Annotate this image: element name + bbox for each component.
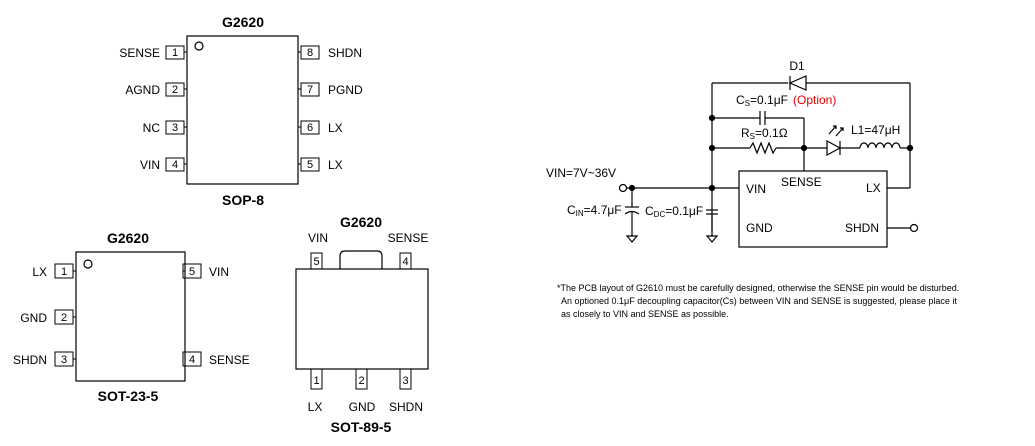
sot23-pin-5: 5 VIN (182, 263, 229, 279)
pin-name: AGND (125, 83, 160, 97)
cin-plate-bottom (624, 210, 640, 215)
pin-name: SHDN (389, 400, 423, 414)
application-schematic (618, 75, 919, 248)
cs-option-label: (Option) (793, 93, 836, 107)
pin-number: 3 (61, 354, 67, 366)
pin-number: 2 (61, 312, 67, 324)
pin-name: SENSE (119, 46, 160, 60)
pin-name: LX (308, 400, 323, 414)
sot89-pin-4: 4 SENSE (388, 231, 429, 270)
pin-number: 2 (172, 84, 178, 96)
ic-pin-vin: VIN (746, 182, 766, 196)
cin-label: CIN=4.7μF (567, 203, 622, 218)
pin-number: 4 (172, 159, 178, 171)
sot23-pin-3: 3 SHDN (13, 351, 76, 367)
pin-number: 3 (172, 122, 178, 134)
sot23-title: G2620 (107, 230, 149, 246)
sot23-package-name: SOT-23-5 (98, 388, 159, 404)
pin-name: SENSE (388, 231, 429, 245)
pin-number: 8 (307, 47, 313, 59)
pin-name: VIN (308, 231, 328, 245)
ic-pin-shdn: SHDN (845, 221, 879, 235)
pin-name: PGND (328, 83, 363, 97)
ground-symbol (705, 235, 719, 243)
rs-label: RS=0.1Ω (741, 126, 788, 141)
sop8-package-name: SOP-8 (222, 192, 264, 208)
sop8-pin-4: 4 VIN (140, 157, 187, 172)
sot89-title: G2620 (340, 214, 382, 230)
sop8-body (186, 35, 299, 185)
sot89-pin-3: 3 SHDN (389, 368, 423, 414)
pin-number: 1 (172, 47, 178, 59)
pin-number: 7 (307, 84, 313, 96)
pin1-marker (194, 41, 204, 51)
shdn-terminal (909, 223, 919, 233)
pin-number: 1 (61, 266, 67, 278)
pin-number: 5 (313, 256, 319, 268)
pin-name: SENSE (209, 353, 250, 367)
pin-name: SHDN (13, 353, 47, 367)
pin-name: LX (328, 158, 343, 172)
sop8-pin-7: 7 PGND (298, 82, 363, 97)
pin-name: VIN (140, 158, 160, 172)
note-line-1: *The PCB layout of G2610 must be careful… (557, 283, 959, 293)
pin-number: 5 (307, 159, 313, 171)
ic-pin-gnd: GND (746, 221, 773, 235)
led (826, 125, 844, 157)
ic-pin-lx: LX (866, 181, 881, 195)
sot23-body (75, 251, 186, 382)
sop8-title: G2620 (222, 14, 264, 30)
sop8-pin-1: 1 SENSE (119, 45, 187, 60)
note-line-3: as closely to VIN and SENSE as possible. (561, 309, 729, 319)
cdc-label: CDC=0.1μF (645, 204, 703, 219)
pin-number: 1 (313, 375, 319, 387)
l1-label: L1=47μH (851, 123, 900, 137)
pin-name: SHDN (328, 46, 362, 60)
pin-name: VIN (209, 265, 229, 279)
sot23-pin-1: 1 LX (32, 263, 76, 279)
sop8-pin-2: 2 AGND (125, 82, 187, 97)
sop8-pin-5: 5 LX (298, 157, 343, 172)
diode-d1 (788, 75, 807, 91)
d1-label: D1 (789, 59, 805, 73)
pin-name: NC (143, 121, 161, 135)
ground-symbol (625, 235, 639, 243)
pin-number: 6 (307, 122, 313, 134)
sot89-pin-1: 1 LX (308, 368, 323, 414)
pin-number: 3 (402, 375, 408, 387)
sop8-pin-8: 8 SHDN (298, 45, 362, 60)
sot23-pin-4: 4 SENSE (182, 351, 250, 367)
sot89-package-name: SOT-89-5 (331, 419, 392, 435)
pin-number: 2 (358, 375, 364, 387)
resistor-rs (749, 141, 777, 155)
vin-terminal (618, 183, 628, 193)
vin-supply-label: VIN=7V~36V (546, 166, 616, 180)
pin-number: 4 (402, 256, 408, 268)
pin-number: 4 (189, 354, 195, 366)
ic-pin-sense: SENSE (781, 175, 822, 189)
pin-name: LX (32, 265, 47, 279)
note-line-2: An optioned 0.1μF decoupling capacitor(C… (561, 296, 957, 306)
sot89-body (295, 268, 429, 370)
sot23-pin-2: 2 GND (20, 309, 76, 325)
sop8-pin-3: 3 NC (143, 120, 187, 135)
inductor-l1 (859, 142, 901, 149)
ic-body (738, 170, 888, 248)
sot89-pin-5: 5 VIN (308, 231, 328, 270)
sot89-package: G2620 5 VIN 4 SENSE 1 LX 2 GND 3 SHDN (295, 214, 429, 435)
sop8-pin-6: 6 LX (298, 120, 343, 135)
pin-name: LX (328, 121, 343, 135)
sot89-pin-2: 2 GND (349, 368, 376, 414)
layout-note: *The PCB layout of G2610 must be careful… (557, 283, 959, 319)
schematic-labels: D1 CS=0.1μF (Option) RS=0.1Ω L1=47μH VIN… (546, 59, 900, 235)
pin-name: GND (349, 400, 376, 414)
cs-label: CS=0.1μF (736, 93, 788, 108)
sot23-package: G2620 1 LX 2 GND 3 SHDN 5 VIN (13, 230, 250, 404)
pin1-marker (83, 259, 93, 269)
sop8-package: G2620 1 SENSE 2 AGND 3 NC 4 VIN (119, 14, 363, 208)
pin-name: GND (20, 311, 47, 325)
sot89-tab (339, 250, 383, 269)
pin-number: 5 (189, 266, 195, 278)
